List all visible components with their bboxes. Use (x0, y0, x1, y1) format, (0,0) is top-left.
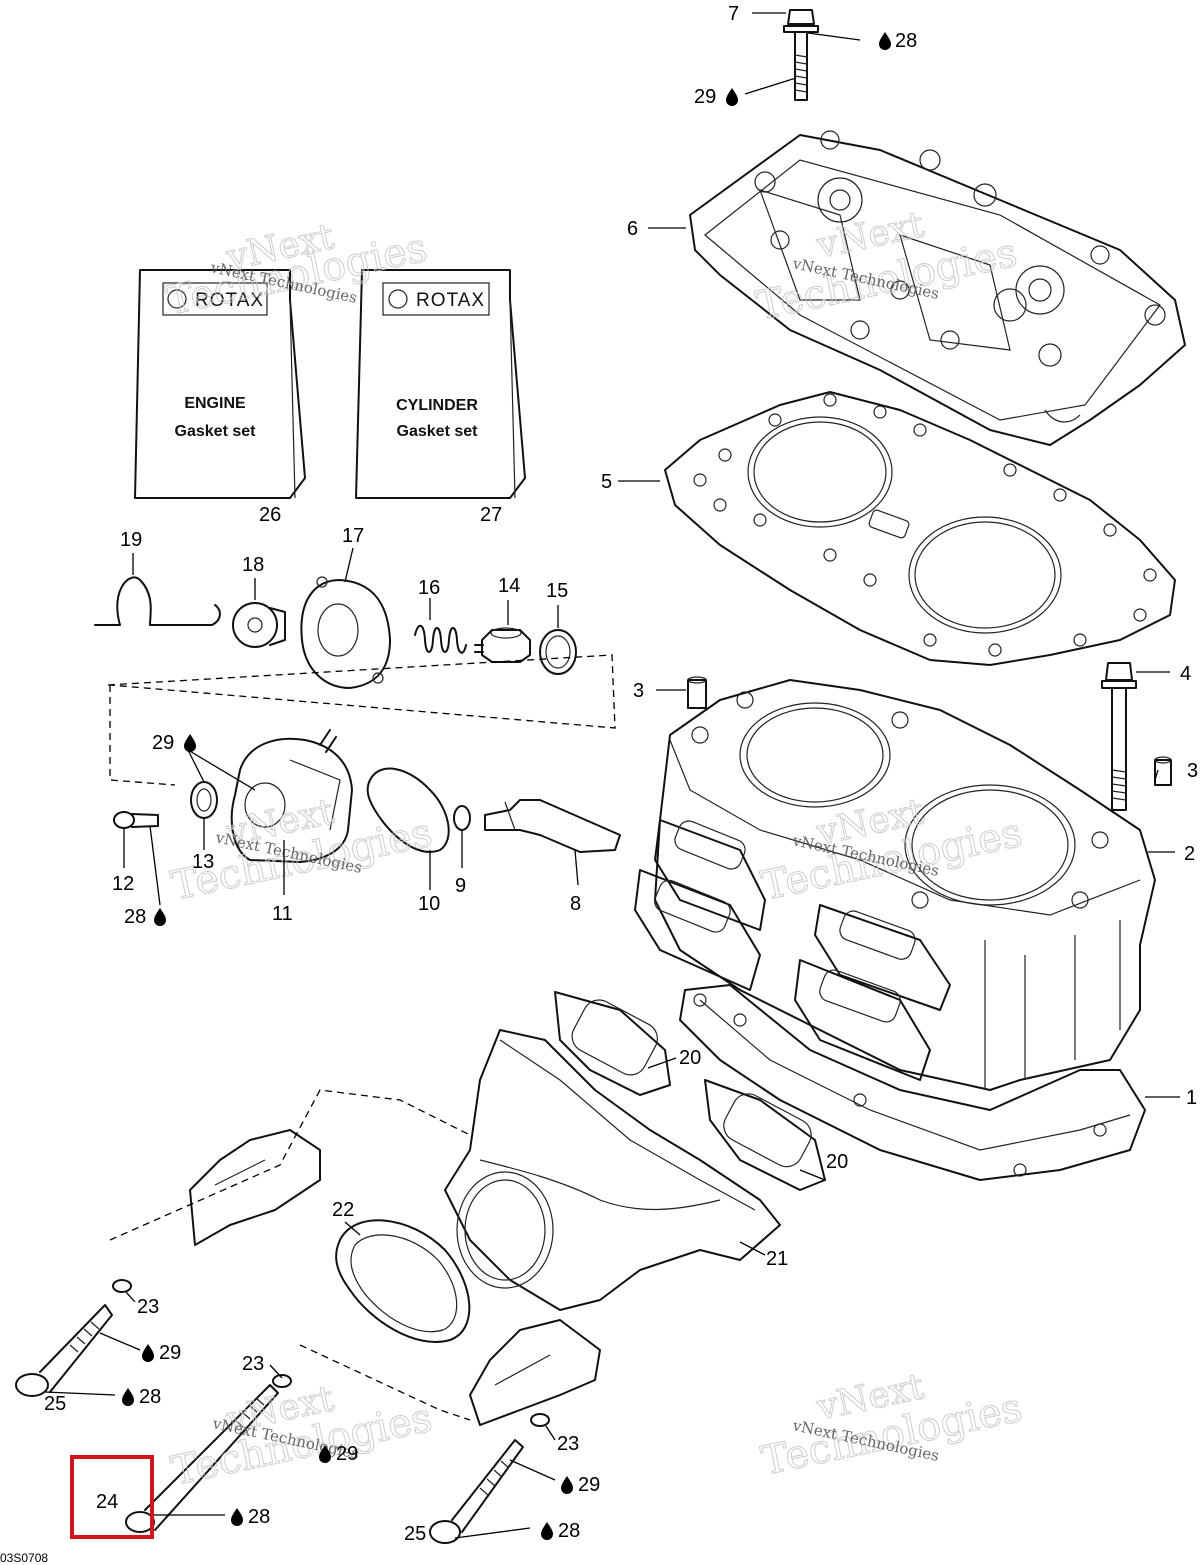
cylinder-set-title: CYLINDER (396, 397, 478, 414)
engine-set-subtitle: Gasket set (175, 423, 257, 440)
lubricant-drop-icon (541, 1522, 553, 1540)
drawing-code: 03S0708 (0, 1551, 48, 1565)
thermostat-seal-part (539, 629, 577, 675)
lubricant-drop-icon (122, 1388, 134, 1406)
callout-3b: 3 (1187, 760, 1198, 782)
manifold-gasket-upper (554, 991, 671, 1096)
exhaust-manifold-part (444, 1029, 781, 1311)
callout-10: 10 (418, 893, 440, 915)
callout-2: 2 (1184, 843, 1195, 865)
callout-17: 17 (342, 525, 364, 547)
svg-text:28: 28 (895, 30, 917, 52)
callout-1: 1 (1186, 1087, 1197, 1109)
leader-lines (44, 12, 1180, 1539)
lubricant-drop-icon (726, 88, 738, 106)
callout-5: 5 (601, 471, 612, 493)
svg-text:29: 29 (578, 1474, 600, 1496)
callout-25b: 25 (404, 1523, 426, 1545)
svg-text:28: 28 (558, 1520, 580, 1542)
callout-8: 8 (570, 893, 581, 915)
exhaust-bracket-upper (189, 1129, 321, 1246)
callout-24: 24 (96, 1491, 118, 1513)
base-gasket-part (679, 984, 1146, 1181)
manifold-bolt-part-2 (429, 1439, 524, 1544)
exhaust-bracket-lower (469, 1319, 601, 1426)
callout-25a: 25 (44, 1393, 66, 1415)
water-fitting-part (484, 799, 621, 853)
callout-23a: 23 (137, 1296, 159, 1318)
callout-18: 18 (242, 554, 264, 576)
callout-12: 12 (112, 873, 134, 895)
retaining-clip-part (94, 576, 221, 626)
cylinder-set-subtitle: Gasket set (397, 423, 479, 440)
head-gasket-part (664, 391, 1176, 666)
head-bolt-part (783, 9, 819, 101)
callout-26: 26 (259, 504, 281, 526)
svg-text:29: 29 (152, 732, 174, 754)
callout-7: 7 (728, 3, 739, 25)
thermostat-spring-part (414, 624, 467, 654)
thermostat-part (474, 627, 531, 663)
manifold-bolt-part (15, 1304, 113, 1397)
manifold-gasket-lower (704, 1079, 826, 1191)
callout-22: 22 (332, 1199, 354, 1221)
callout-16: 16 (418, 577, 440, 599)
engine-gasket-set: ROTAX ENGINE Gasket set (134, 269, 306, 499)
lubricant-drop-icon (184, 734, 196, 752)
lubricant-drop-icon (154, 908, 166, 926)
callout-4: 4 (1180, 663, 1191, 685)
washer-part (112, 1279, 550, 1427)
callout-11: 11 (272, 903, 293, 925)
callout-23c: 23 (557, 1433, 579, 1455)
callout-6: 6 (627, 218, 638, 240)
housing-gasket-part (366, 767, 450, 853)
svg-text:29: 29 (694, 86, 716, 108)
svg-text:28: 28 (139, 1386, 161, 1408)
svg-text:28: 28 (124, 906, 146, 928)
callout-9: 9 (455, 875, 466, 897)
callout-3a: 3 (633, 680, 644, 702)
callout-21: 21 (766, 1248, 788, 1270)
callout-23b: 23 (242, 1353, 264, 1375)
callout-20b: 20 (826, 1151, 848, 1173)
engine-set-title: ENGINE (184, 395, 246, 412)
callout-19: 19 (120, 529, 142, 551)
lubricant-drop-icon (879, 32, 891, 50)
svg-text:29: 29 (159, 1342, 181, 1364)
housing-screw-part (113, 811, 159, 829)
callout-labels: 7 6 5 3 4 3 2 1 19 18 17 16 14 15 26 27 … (44, 3, 1198, 1545)
svg-text:28: 28 (248, 1506, 270, 1528)
cylinder-bolt-part (1101, 662, 1137, 811)
thermostat-cover-part (300, 576, 391, 689)
drain-plug-part (232, 602, 286, 648)
dowel-pin-part (687, 676, 1172, 786)
thermostat-housing-part (230, 729, 353, 863)
callout-13: 13 (192, 851, 214, 873)
cylinder-gasket-set: ROTAX CYLINDER Gasket set (355, 269, 526, 499)
engine-set-brand: ROTAX (195, 290, 264, 311)
manifold-outlet-gasket (335, 1219, 471, 1343)
lubricant-drop-icon (231, 1508, 243, 1526)
lubricant-refs: 28 29 29 28 29 28 29 29 28 28 (122, 30, 917, 1542)
lubricant-drop-icon (561, 1476, 573, 1494)
o-ring-part (453, 805, 471, 831)
svg-text:29: 29 (336, 1443, 358, 1465)
callout-14: 14 (498, 575, 520, 597)
lubricant-drop-icon (142, 1344, 154, 1362)
cylinder-part (634, 679, 1156, 1091)
callout-27: 27 (480, 504, 502, 526)
part-24-highlight-box[interactable] (70, 1455, 154, 1539)
housing-seal-part (190, 781, 218, 819)
cylinder-head-part (689, 130, 1186, 446)
callout-20a: 20 (679, 1047, 701, 1069)
callout-15: 15 (546, 580, 568, 602)
cylinder-set-brand: ROTAX (416, 290, 485, 311)
